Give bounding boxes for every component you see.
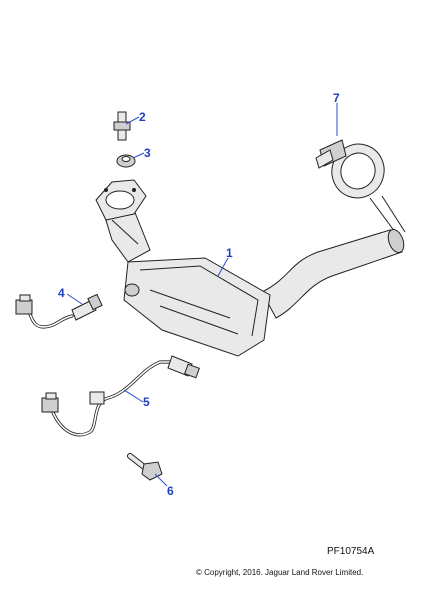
oxygen-sensor-upstream-part	[15, 293, 103, 329]
callout-1: 1	[226, 246, 233, 260]
callout-3: 3	[144, 146, 151, 160]
exhaust-clamp-part	[315, 139, 406, 237]
callout-5-leader	[123, 389, 144, 403]
figure-code: PF10754A	[327, 546, 375, 557]
copyright-notice: © Copyright, 2016. Jaguar Land Rover Lim…	[196, 568, 364, 577]
callout-1-leader	[217, 257, 229, 277]
oxygen-sensor-downstream-part	[41, 355, 200, 437]
callout-7: 7	[333, 91, 340, 105]
callout-2: 2	[139, 110, 146, 124]
callout-6-leader	[154, 473, 168, 487]
callout-5: 5	[143, 395, 150, 409]
callout-4: 4	[58, 286, 65, 300]
nut-part	[116, 154, 136, 168]
callout-4-leader	[66, 293, 83, 305]
callout-3-leader	[132, 152, 145, 159]
callout-2-leader	[125, 116, 140, 125]
stud-part	[113, 111, 131, 141]
callout-6: 6	[167, 484, 174, 498]
catalytic-converter-part	[95, 179, 405, 357]
